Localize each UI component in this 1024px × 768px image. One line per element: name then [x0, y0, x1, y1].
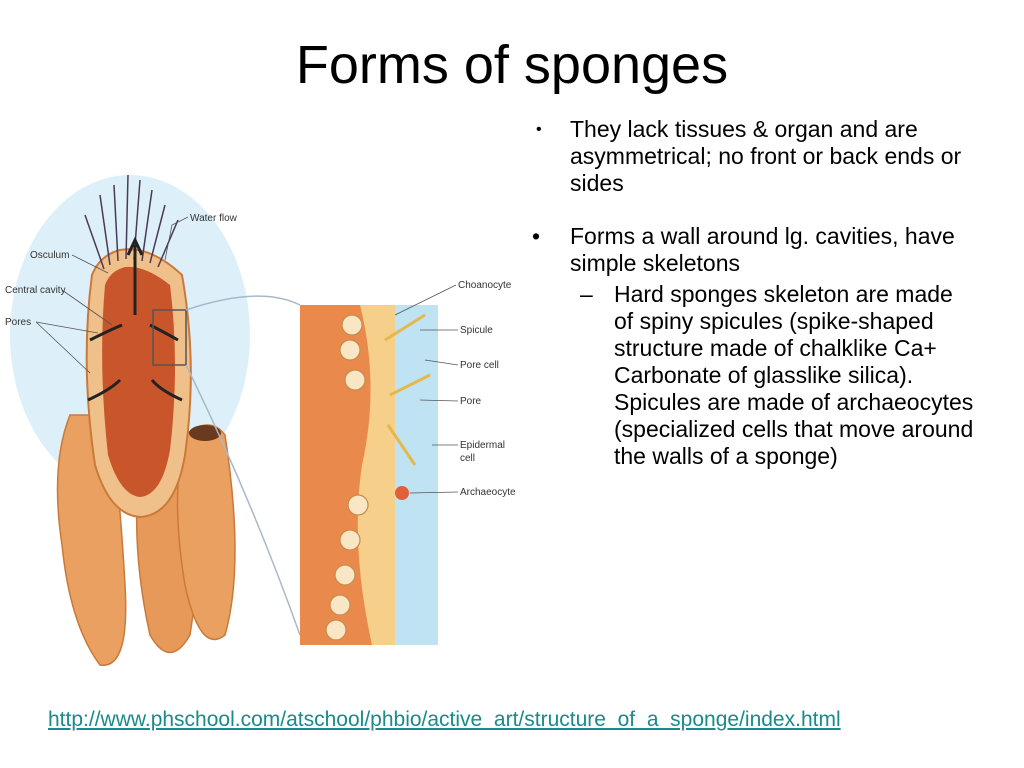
osculum-right: [189, 425, 221, 441]
sub-bullet-item: – Hard sponges skeleton are made of spin…: [528, 281, 978, 470]
bullet-text-2: Forms a wall around lg. cavities, have s…: [570, 223, 955, 276]
label-pores: Pores: [5, 317, 31, 328]
sub-bullet-text: Hard sponges skeleton are made of spiny …: [614, 281, 974, 469]
sub-bullet-dash-icon: –: [580, 281, 593, 307]
source-link[interactable]: http://www.phschool.com/atschool/phbio/a…: [48, 708, 841, 731]
magnify-box: [152, 309, 187, 366]
label-spicule: Spicule: [460, 325, 493, 336]
bullet-dot-icon: •: [532, 223, 541, 249]
spicule-lines: [384, 313, 431, 466]
bullet-text-1: They lack tissues & organ and are asymme…: [570, 116, 962, 196]
label-water-flow: Water flow: [190, 213, 238, 224]
diagram-labels: Water flow Osculum Central cavity Pores …: [5, 213, 516, 498]
bullet-item-1: • They lack tissues & organ and are asym…: [528, 116, 978, 197]
bullet-list: • They lack tissues & organ and are asym…: [528, 116, 978, 470]
bullet-dot-icon: •: [536, 121, 542, 138]
label-archaeocyte: Archaeocyte: [460, 487, 516, 498]
label-central-cavity: Central cavity: [5, 285, 66, 296]
water-flow-arrows: [87, 236, 183, 402]
sponge-structure-diagram: Water flow Osculum Central cavity Pores …: [5, 174, 516, 666]
label-leader-lines: [35, 216, 459, 494]
wall-mesohyl: [357, 305, 395, 645]
slide-title: Forms of sponges: [295, 35, 729, 95]
label-choanocyte: Choanocyte: [458, 280, 512, 291]
label-pore-cell: Pore cell: [460, 360, 499, 371]
magnify-connector-lower: [185, 364, 301, 636]
sponge-tube-right: [176, 424, 236, 641]
label-pore: Pore: [460, 396, 482, 407]
wall-section-blue: [395, 305, 438, 645]
archaeocyte-cell: [395, 486, 409, 500]
label-epidermal-cell: cell: [460, 453, 475, 464]
central-cavity: [102, 266, 175, 497]
bullet-item-2: • Forms a wall around lg. cavities, have…: [528, 223, 978, 277]
label-osculum: Osculum: [30, 250, 69, 261]
label-epidermal: Epidermal: [460, 440, 505, 451]
magnify-connector: [185, 295, 301, 311]
choanocyte-cells: [325, 314, 369, 641]
